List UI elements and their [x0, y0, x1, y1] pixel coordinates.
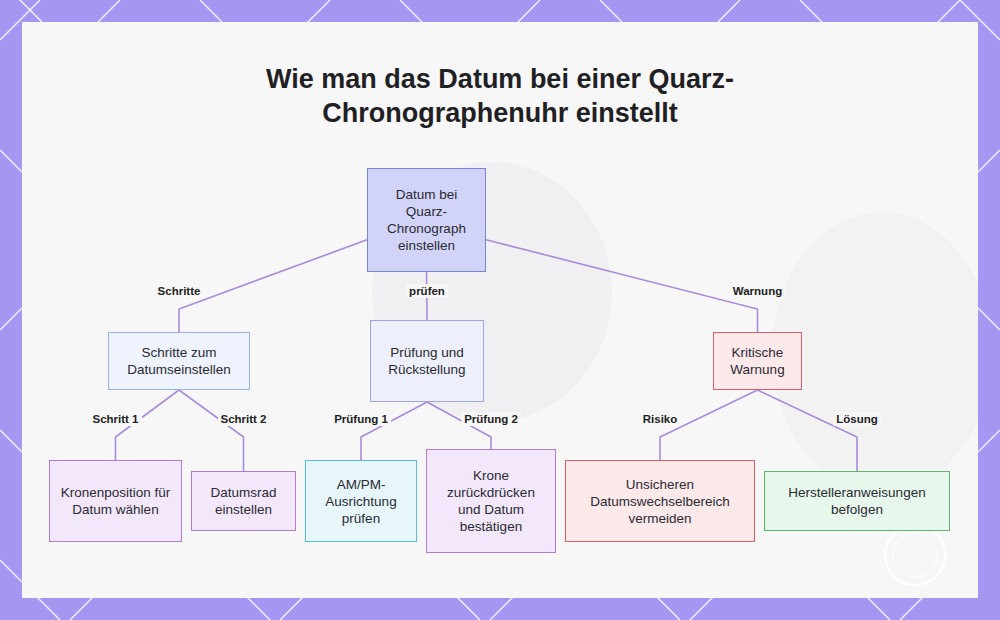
connector [179, 240, 367, 332]
solution-box: Herstelleranweisungen befolgen [764, 471, 950, 531]
connector [361, 402, 427, 460]
step-box: Datumsrad einstellen [191, 471, 296, 531]
node-text-group: Herstelleranweisungen befolgen [773, 484, 941, 518]
node-label: Kritische Warnung [722, 344, 793, 378]
category-box: Prüfung und Rückstellung [370, 320, 484, 402]
node-label: Prüfung und Rückstellung [379, 344, 475, 378]
diagram-title: Wie man das Datum bei einer Quarz-Chrono… [150, 62, 850, 130]
edge-label: Schritt 1 [89, 412, 141, 426]
faded-shape [772, 212, 978, 492]
node-text-group: Prüfung und Rückstellung [379, 344, 475, 378]
node-label: Kronenposition für Datum wählen [58, 484, 173, 518]
connector [486, 240, 758, 332]
watermark-logo [885, 525, 945, 585]
node-label: Herstelleranweisungen befolgen [773, 484, 941, 518]
category-box: Schritte zum Datumseinstellen [108, 332, 250, 390]
step-box: Kronenposition für Datum wählen [49, 460, 182, 542]
node-label: AM/PM-Ausrichtung prüfen [314, 476, 408, 527]
edge-label: Warnung [730, 284, 785, 298]
check-box: AM/PM-Ausrichtung prüfen [305, 460, 417, 542]
node-text-group: Schritte zum Datumseinstellen [117, 344, 241, 378]
node-text-group: Datum bei Quarz-Chronograph einstellen [376, 186, 477, 254]
root-box: Datum bei Quarz-Chronograph einstellen [367, 168, 486, 272]
watermark-logo-ring [893, 533, 937, 577]
edge-label: Prüfung 1 [331, 412, 391, 426]
check-box: Krone zurückdrücken und Datum bestätigen [426, 449, 556, 553]
node-text-group: Kritische Warnung [722, 344, 793, 378]
node-text-group: Kronenposition für Datum wählen [58, 484, 173, 518]
warning-box: Kritische Warnung [713, 332, 802, 390]
edge-label: Schritte [155, 284, 204, 298]
node-text-group: Unsicheren Datumswechselbereich vermeide… [574, 476, 746, 527]
node-label: Unsicheren Datumswechselbereich vermeide… [574, 476, 746, 527]
node-text-group: AM/PM-Ausrichtung prüfen [314, 476, 408, 527]
node-text-group: Datumsrad einstellen [200, 484, 287, 518]
connector [179, 390, 244, 471]
node-label: Schritte zum Datumseinstellen [117, 344, 241, 378]
edge-label: prüfen [406, 284, 448, 298]
risk-box: Unsicheren Datumswechselbereich vermeide… [565, 460, 755, 542]
node-text-group: Krone zurückdrücken und Datum bestätigen [435, 467, 547, 535]
node-label: Datum bei Quarz-Chronograph einstellen [376, 186, 477, 254]
node-label: Krone zurückdrücken und Datum bestätigen [435, 467, 547, 535]
edge-label: Prüfung 2 [461, 412, 521, 426]
node-label: Datumsrad einstellen [200, 484, 287, 518]
edge-label: Risiko [640, 412, 681, 426]
edge-label: Schritt 2 [217, 412, 269, 426]
connector [758, 390, 858, 471]
edge-label: Lösung [833, 412, 881, 426]
